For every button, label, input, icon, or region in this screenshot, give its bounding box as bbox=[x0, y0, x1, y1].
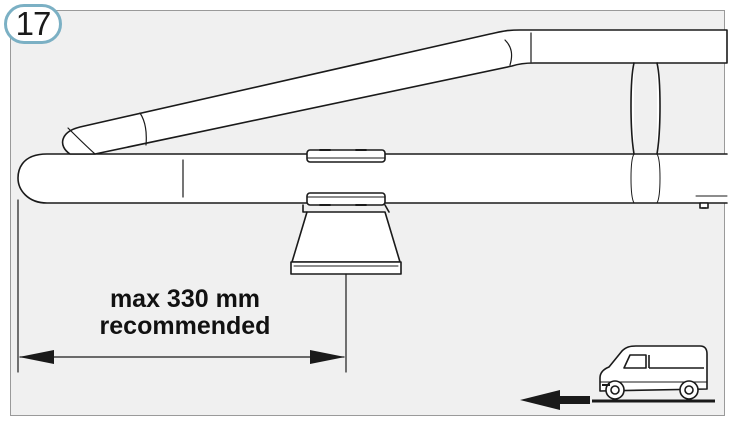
vertical-connector bbox=[630, 62, 661, 204]
lower-clamp bbox=[302, 192, 390, 213]
step-number: 17 bbox=[15, 5, 52, 42]
end-bolt bbox=[699, 202, 709, 209]
dimension-lines bbox=[17, 199, 347, 373]
step-number-badge: 17 bbox=[4, 4, 62, 44]
upper-clamp bbox=[306, 149, 386, 163]
measurement-line2: recommended bbox=[99, 312, 271, 340]
main-tube bbox=[17, 153, 728, 204]
mounting-foot bbox=[290, 211, 402, 275]
measurement-line1: max 330 mm bbox=[109, 285, 261, 313]
van-icon bbox=[599, 345, 708, 400]
upper-tube bbox=[61, 29, 728, 155]
arrow-left-icon bbox=[520, 390, 590, 410]
dimension-arrowheads bbox=[19, 350, 345, 364]
measurement-label: max 330 mm recommended bbox=[58, 286, 312, 340]
